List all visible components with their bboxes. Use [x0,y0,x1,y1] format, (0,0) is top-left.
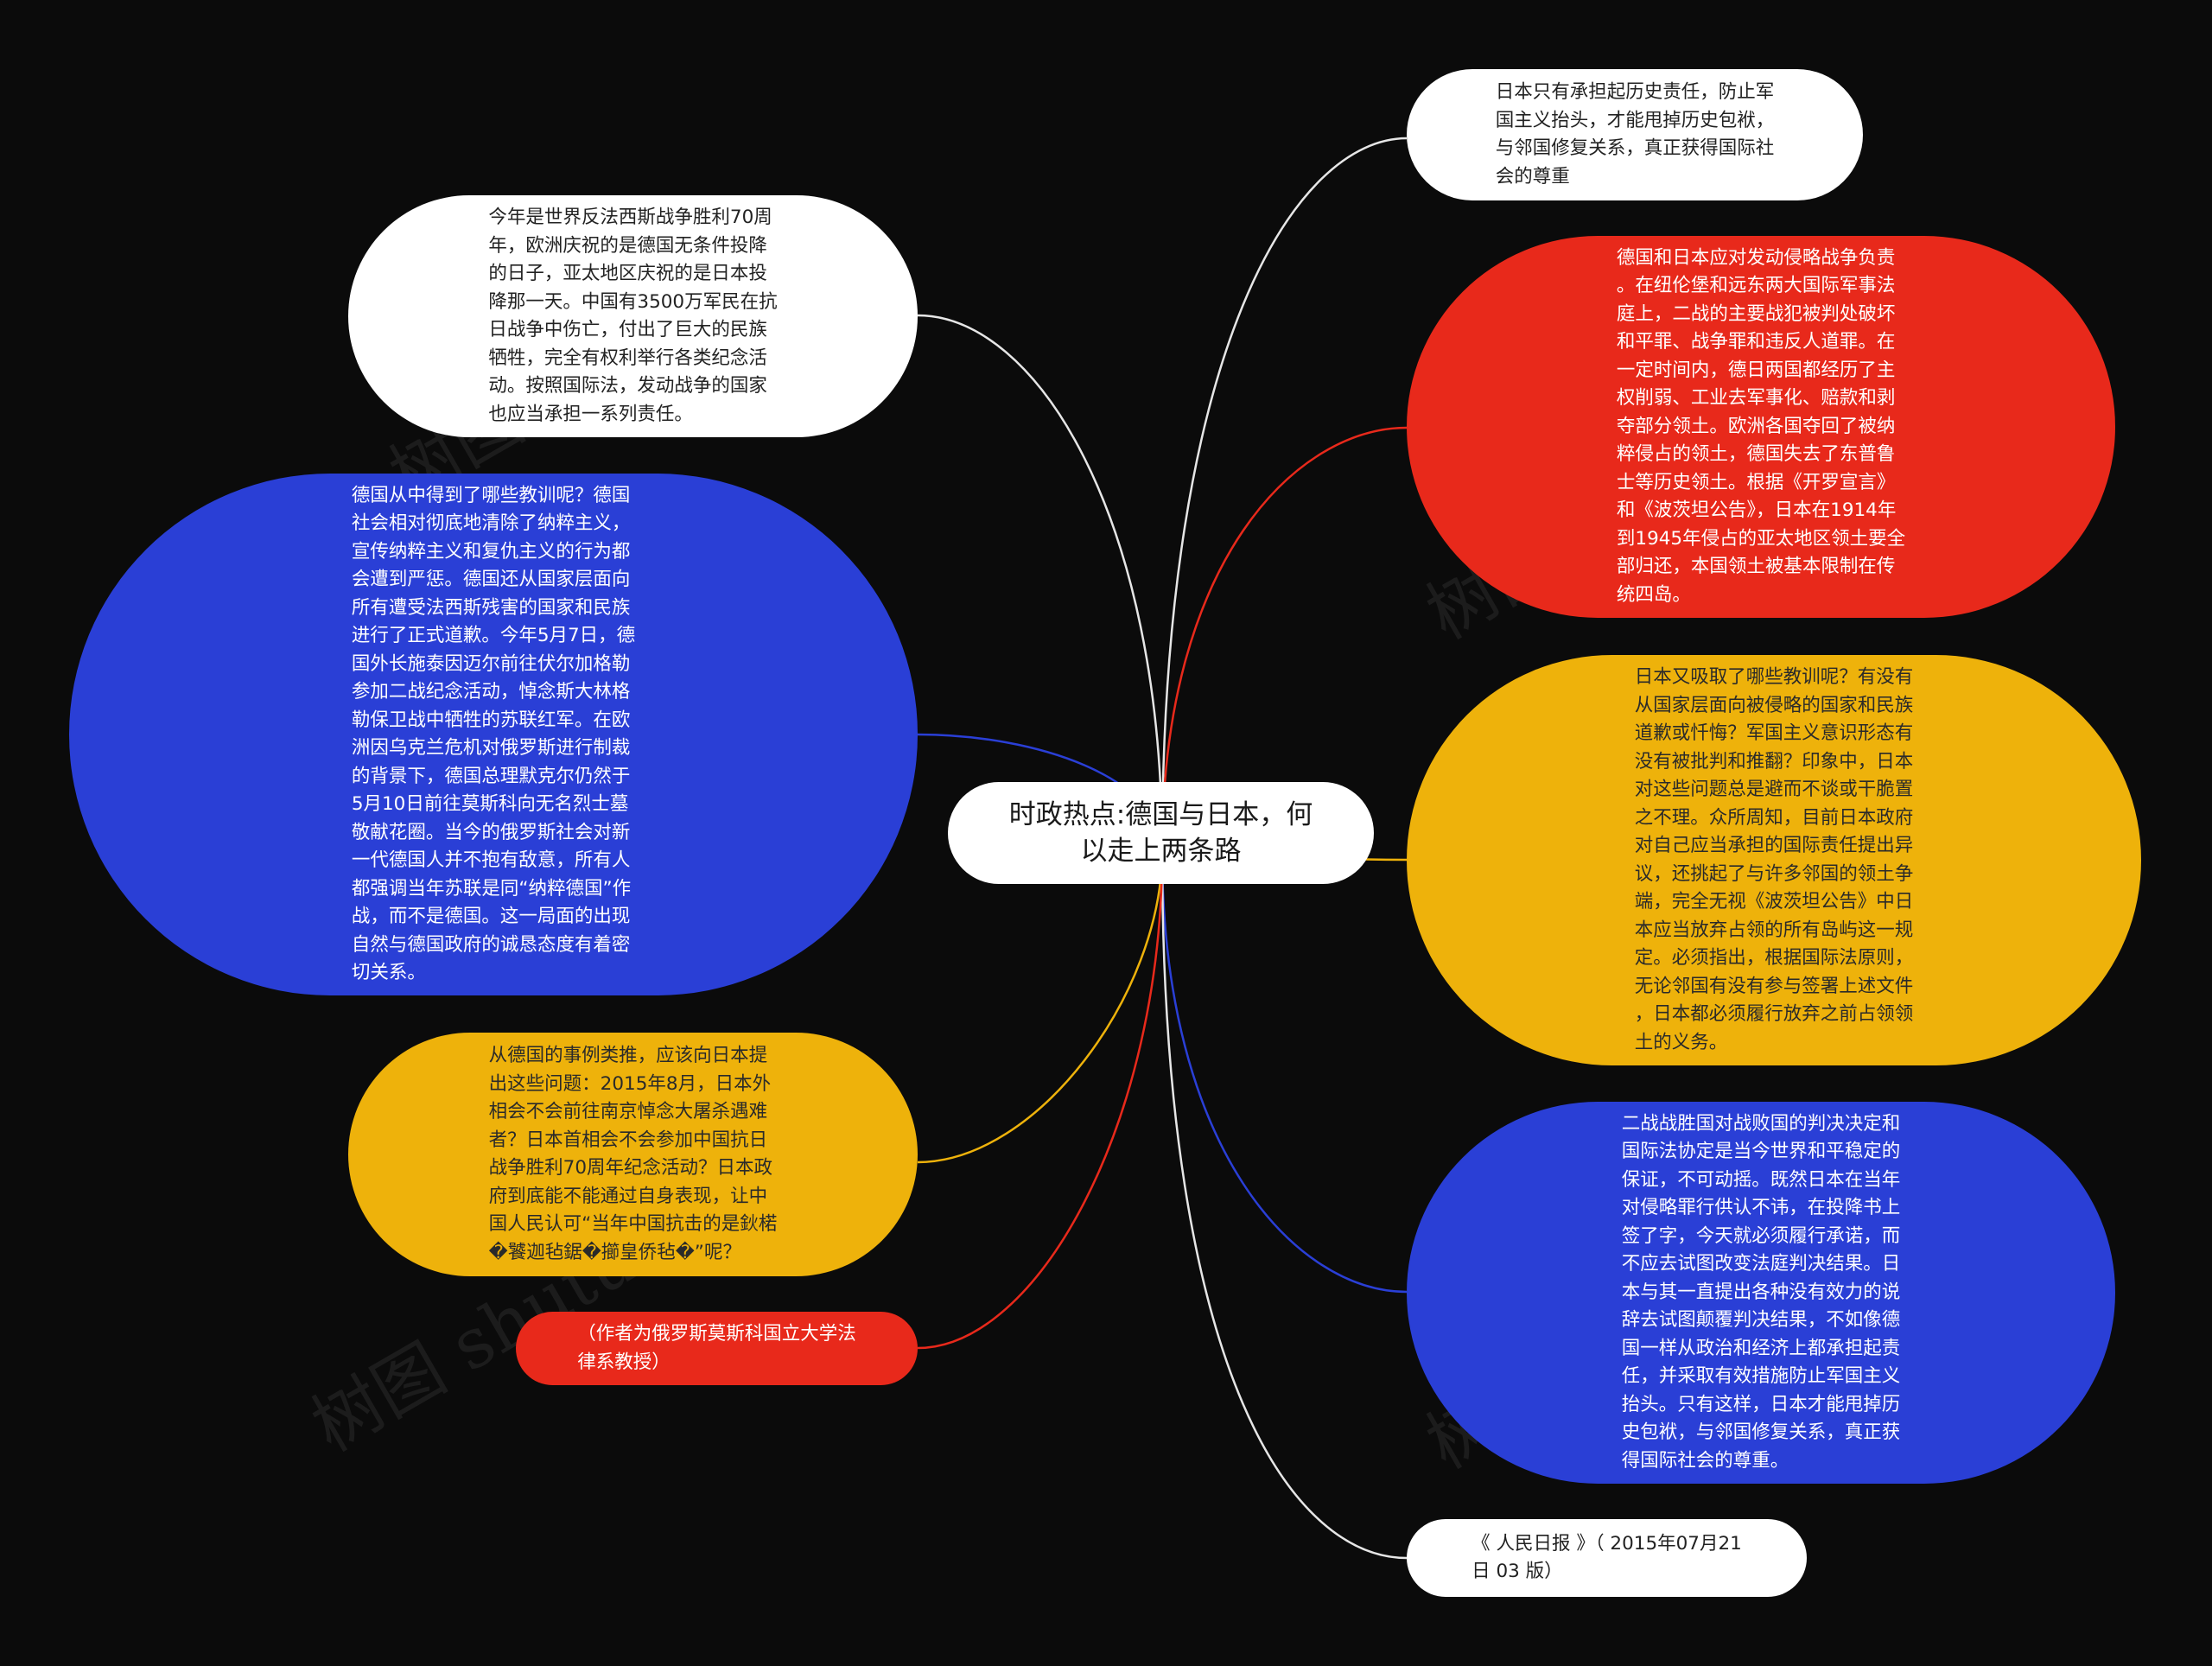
node-japan-responsibility-text: 日本只有承担起历史责任，防止军 国主义抬头，才能甩掉历史包袱， 与邻国修复关系，… [1495,81,1775,188]
node-anniversary-text: 今年是世界反法西斯战争胜利70周 年，欧洲庆祝的是德国无条件投降 的日子，亚太地… [488,207,778,425]
node-author-note[interactable]: （作者为俄罗斯莫斯科国立大学法 律系教授） [516,1312,918,1385]
edge-l-red [917,850,1164,1350]
node-source[interactable]: 《 人民日报 》（ 2015年07月21 日 03 版） [1407,1519,1807,1597]
node-japan-lessons-text: 日本又吸取了哪些教训呢？有没有 从国家层面向被侵略的国家和民族 道歉或忏悔？军国… [1634,666,1914,1053]
edge-l-yellow [917,850,1164,1164]
edge-r-red [1160,426,1408,852]
root-topic[interactable]: 时政热点:德国与日本，何 以走上两条路 [948,782,1374,884]
node-questions-to-japan[interactable]: 从德国的事例类推，应该向日本提 出这些问题：2015年8月，日本外 相会不会前往… [348,1033,918,1276]
node-questions-to-japan-text: 从德国的事例类推，应该向日本提 出这些问题：2015年8月，日本外 相会不会前往… [488,1045,778,1263]
node-germany-lessons[interactable]: 德国从中得到了哪些教训呢？德国 社会相对彻底地清除了纳粹主义， 宣传纳粹主义和复… [69,474,918,995]
root-topic-text: 时政热点:德国与日本，何 以走上两条路 [1008,799,1313,867]
node-germany-lessons-text: 德国从中得到了哪些教训呢？德国 社会相对彻底地清除了纳粹主义， 宣传纳粹主义和复… [351,484,636,984]
node-postwar-judgement[interactable]: 二战战胜国对战败国的判决决定和 国际法协定是当今世界和平稳定的 保证，不可动摇。… [1407,1102,2115,1484]
node-war-crimes-text: 德国和日本应对发动侵略战争负责 。在纽伦堡和远东两大国际军事法 庭上，二战的主要… [1616,246,1906,606]
edge-br-white [1160,850,1408,1560]
node-postwar-judgement-text: 二战战胜国对战败国的判决决定和 国际法协定是当今世界和平稳定的 保证，不可动摇。… [1621,1112,1901,1472]
node-author-note-text: （作者为俄罗斯莫斯科国立大学法 律系教授） [577,1323,856,1373]
node-source-text: 《 人民日报 》（ 2015年07月21 日 03 版） [1471,1532,1742,1583]
edge-tl-white [917,314,1164,852]
node-japan-responsibility[interactable]: 日本只有承担起历史责任，防止军 国主义抬头，才能甩掉历史包袱， 与邻国修复关系，… [1407,69,1863,200]
edge-r-blue [1160,850,1408,1294]
node-japan-lessons[interactable]: 日本又吸取了哪些教训呢？有没有 从国家层面向被侵略的国家和民族 道歉或忏悔？军国… [1407,655,2141,1065]
edge-tr-white [1160,137,1408,852]
node-anniversary[interactable]: 今年是世界反法西斯战争胜利70周 年，欧洲庆祝的是德国无条件投降 的日子，亚太地… [348,195,918,437]
node-war-crimes[interactable]: 德国和日本应对发动侵略战争负责 。在纽伦堡和远东两大国际军事法 庭上，二战的主要… [1407,236,2115,618]
